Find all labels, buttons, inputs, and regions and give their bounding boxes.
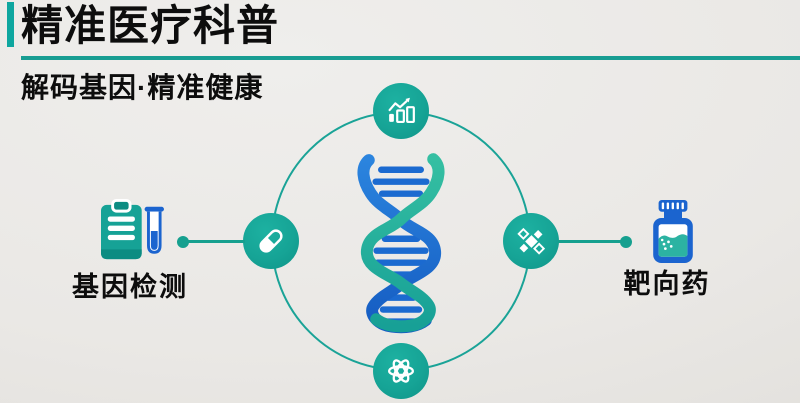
report-and-test-tube-icon <box>101 199 164 260</box>
capsule-icon <box>259 229 283 253</box>
node-bottom <box>373 343 429 399</box>
node-right <box>503 213 559 269</box>
connector-right-dot <box>620 236 632 248</box>
connector-right-line <box>558 240 626 243</box>
targeted-drug-label: 靶向药 <box>623 269 711 299</box>
node-top <box>373 83 429 139</box>
connector-left-line <box>183 240 245 243</box>
page-subtitle: 解码基因·精准健康 <box>21 72 264 103</box>
dna-strand-teal <box>360 153 445 333</box>
title-accent-bar <box>7 2 14 47</box>
dna-double-helix-icon <box>357 153 445 334</box>
growth-chart-icon <box>388 97 415 124</box>
atom-icon <box>387 359 415 383</box>
medicine-bottle-icon <box>653 200 693 263</box>
node-left <box>243 213 299 269</box>
gene-test-label: 基因检测 <box>72 272 188 302</box>
diamond-pills-icon <box>517 227 546 255</box>
title-underline <box>21 56 800 60</box>
page-title: 精准医疗科普 <box>21 2 280 49</box>
